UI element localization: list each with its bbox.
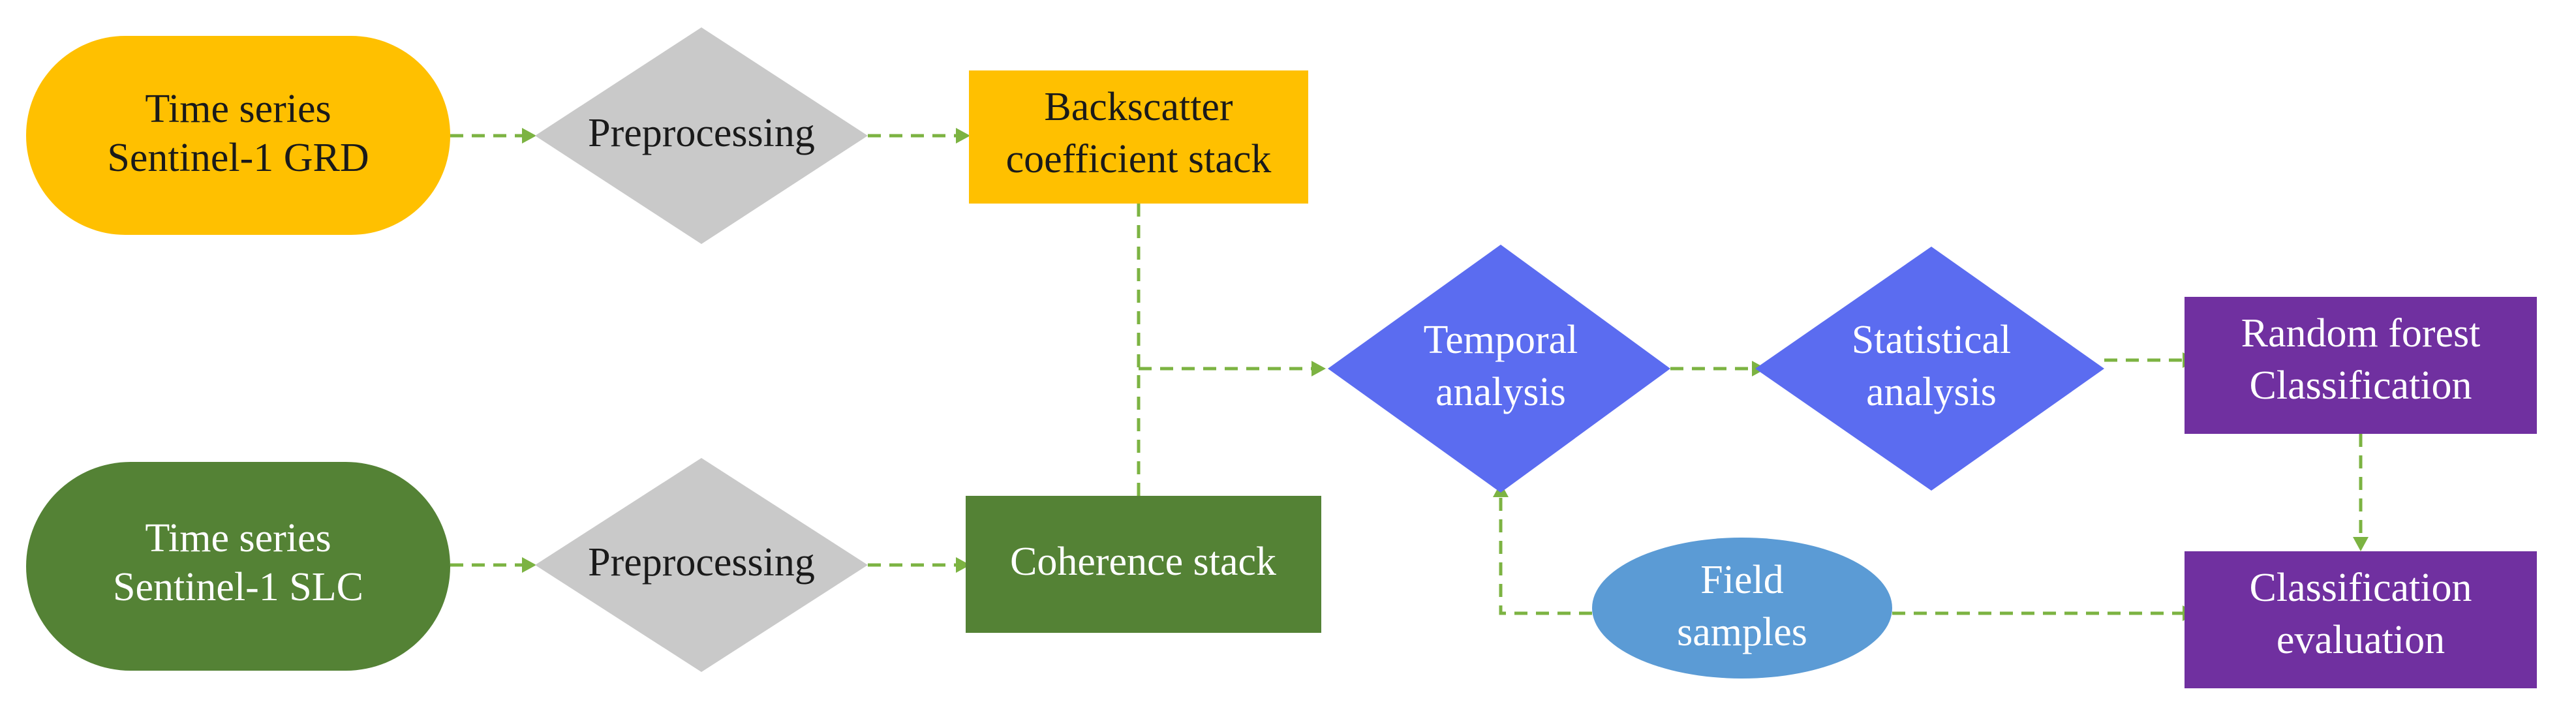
edge-field-to-temporal: [1499, 497, 1592, 615]
statistical-diamond: [1755, 247, 2104, 491]
statistical-label-line1: Statistical: [1852, 318, 2012, 362]
random-forest-label-line2: Classification: [2250, 363, 2472, 408]
grd-terminal-shape: [26, 36, 450, 235]
statistical-label-line2: analysis: [1866, 370, 1997, 414]
evaluation-box: [2185, 551, 2537, 688]
node-field-samples: Field samples: [1592, 538, 1892, 679]
node-grd: Time series Sentinel-1 GRD: [26, 36, 450, 235]
node-coherence: Coherence stack: [966, 496, 1321, 633]
coherence-label: Coherence stack: [1010, 540, 1276, 584]
arrowhead: [956, 128, 970, 144]
backscatter-label-line2: coefficient stack: [1006, 137, 1272, 181]
connectors: [450, 134, 2363, 615]
field-samples-label-line1: Field: [1700, 558, 1783, 602]
arrowhead: [956, 557, 970, 573]
grd-label-line2: Sentinel-1 GRD: [107, 136, 369, 180]
arrowhead: [522, 128, 536, 144]
temporal-diamond: [1328, 245, 1670, 493]
evaluation-label-line1: Classification: [2250, 566, 2472, 610]
temporal-label-line2: analysis: [1435, 370, 1566, 414]
node-statistical: Statistical analysis: [1755, 247, 2104, 491]
coherence-box: [966, 496, 1321, 633]
node-random-forest: Random forest Classification: [2185, 297, 2537, 434]
preprocessing-bottom-label: Preprocessing: [588, 540, 815, 585]
field-samples-label-line2: samples: [1677, 610, 1807, 654]
arrowhead: [522, 557, 536, 573]
arrowhead: [1311, 361, 1326, 376]
field-samples-ellipse: [1592, 538, 1892, 679]
slc-label-line1: Time series: [145, 516, 331, 560]
arrowhead: [2353, 537, 2369, 551]
node-temporal: Temporal analysis: [1328, 245, 1670, 493]
preprocessing-diamond: [535, 458, 868, 672]
random-forest-label-line1: Random forest: [2241, 311, 2481, 356]
node-preprocessing-bottom: Preprocessing: [535, 458, 868, 672]
preprocessing-top-label: Preprocessing: [588, 111, 815, 155]
node-evaluation: Classification evaluation: [2185, 551, 2537, 688]
backscatter-box: [969, 70, 1308, 204]
random-forest-box: [2185, 297, 2537, 434]
grd-label-line1: Time series: [145, 87, 331, 131]
preprocessing-diamond: [535, 27, 868, 244]
node-slc: Time series Sentinel-1 SLC: [26, 462, 450, 671]
temporal-label-line1: Temporal: [1424, 318, 1578, 362]
node-preprocessing-top: Preprocessing: [535, 27, 868, 244]
slc-terminal-shape: [26, 462, 450, 671]
node-backscatter: Backscatter coefficient stack: [969, 70, 1308, 204]
backscatter-label-line1: Backscatter: [1044, 85, 1233, 129]
evaluation-label-line2: evaluation: [2277, 618, 2445, 662]
slc-label-line2: Sentinel-1 SLC: [113, 565, 363, 609]
